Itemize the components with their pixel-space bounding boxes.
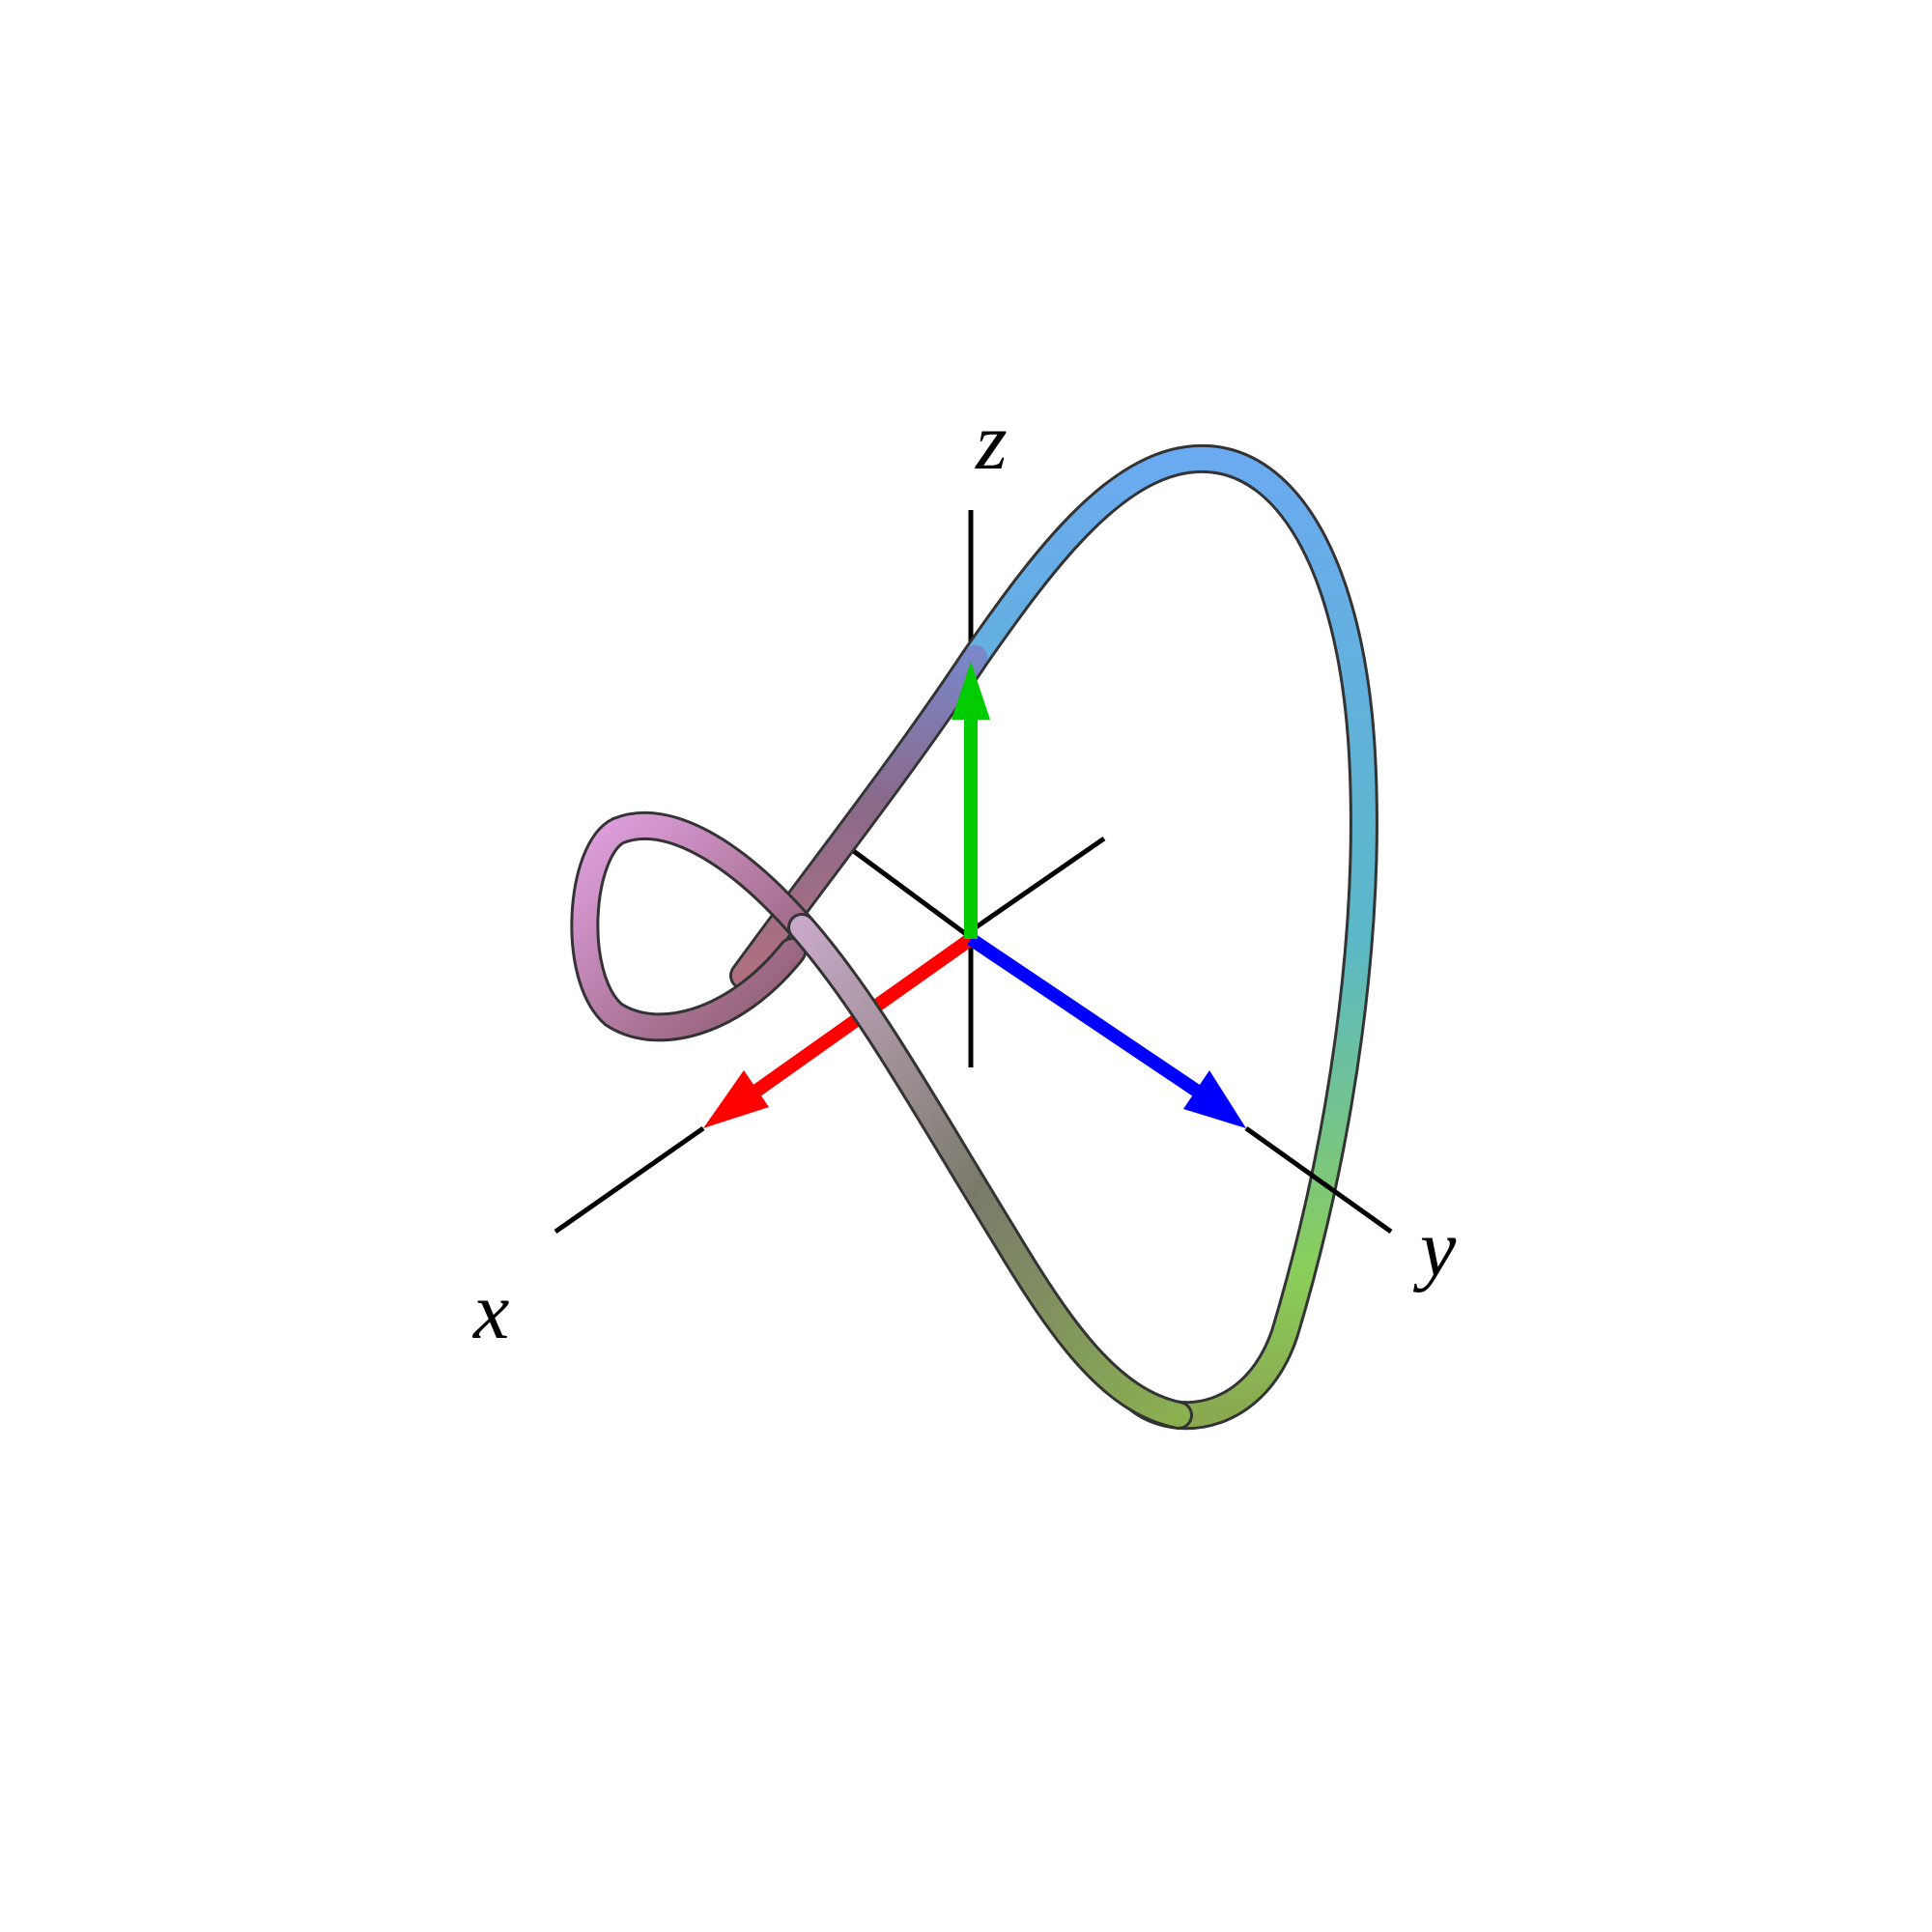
z-axis-label: z bbox=[975, 397, 1008, 487]
x-axis-label: x bbox=[471, 1266, 509, 1356]
curve-loop-fill bbox=[573, 813, 813, 1039]
x-axis-front bbox=[554, 1125, 705, 1235]
z-arrow bbox=[952, 662, 990, 939]
curve-front bbox=[787, 913, 1193, 1430]
x-axis-back bbox=[835, 836, 968, 937]
y-arrow bbox=[967, 933, 1246, 1128]
y-axis-label: y bbox=[1412, 1204, 1457, 1293]
curve-segment-upper-fill bbox=[732, 446, 1376, 1428]
curve-segment-front-fill bbox=[790, 916, 1190, 1427]
y-axis-front bbox=[1244, 1125, 1393, 1235]
curve-segment-upper bbox=[729, 443, 1378, 1431]
y-axis-back bbox=[964, 836, 1106, 937]
curve-segment-left-fill bbox=[732, 645, 987, 987]
space-curve bbox=[570, 443, 1378, 1431]
